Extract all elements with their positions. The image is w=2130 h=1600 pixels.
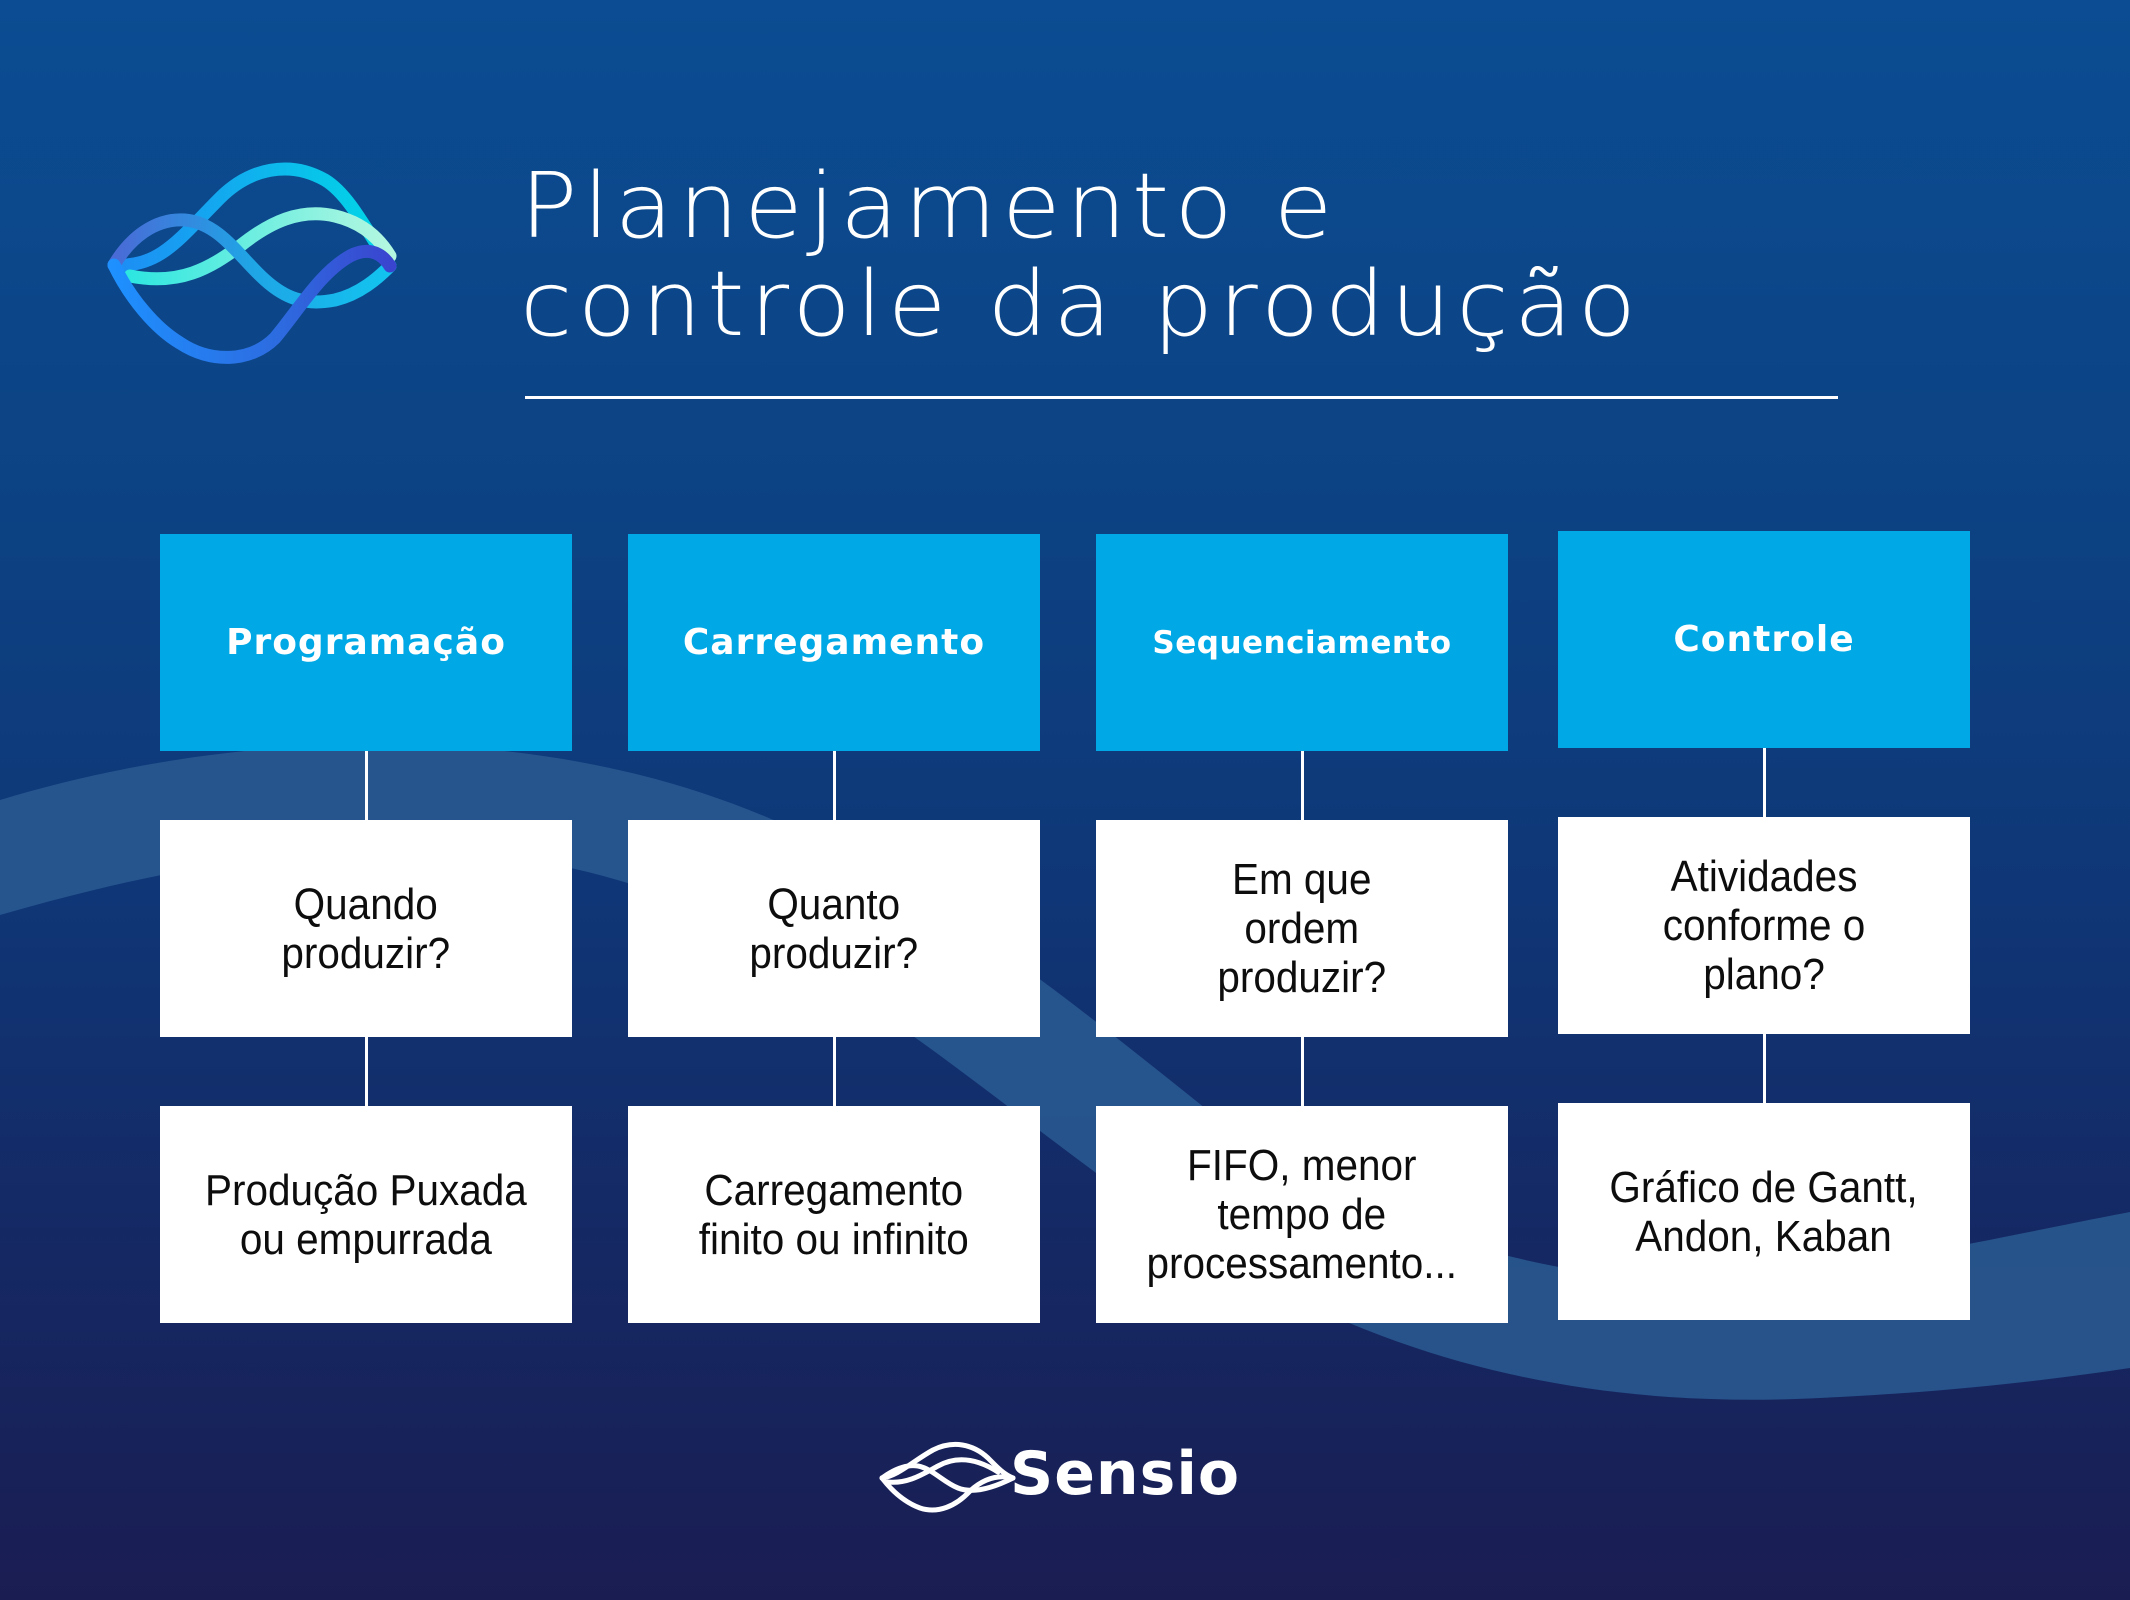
question-box-carregamento: Quanto produzir? <box>628 820 1040 1037</box>
header-box-controle: Controle <box>1558 531 1970 748</box>
connector-line <box>833 1037 836 1106</box>
header-label: Programação <box>226 622 506 663</box>
header-label: Sequenciamento <box>1152 624 1452 661</box>
header-label: Carregamento <box>682 622 986 663</box>
answer-text: Gráfico de Gantt, Andon, Kaban <box>1609 1162 1919 1261</box>
header-box-programacao: Programação <box>160 534 572 751</box>
answer-text: FIFO, menor tempo de processamento... <box>1146 1141 1458 1288</box>
answer-box-controle: Gráfico de Gantt, Andon, Kaban <box>1558 1103 1970 1320</box>
question-text: Em que ordem produzir? <box>1217 855 1387 1002</box>
footer-brand-logo: Sensio <box>878 1436 1250 1514</box>
question-box-controle: Atividades conforme o plano? <box>1558 817 1970 1034</box>
page-title: Planejamento e controle da produção <box>520 158 1641 354</box>
title-line-2: controle da produção <box>520 252 1642 357</box>
question-text: Quando produzir? <box>281 879 451 978</box>
connector-line <box>1763 1034 1766 1103</box>
connector-line <box>1301 1037 1304 1106</box>
sensio-wave-logo-icon <box>879 1441 1016 1513</box>
question-text: Quanto produzir? <box>749 879 919 978</box>
title-divider <box>525 396 1838 399</box>
connector-line <box>833 751 836 820</box>
header-box-carregamento: Carregamento <box>628 534 1040 751</box>
connector-line <box>365 751 368 820</box>
title-line-1: Planejamento e <box>520 154 1338 259</box>
connector-line <box>1301 751 1304 820</box>
header-label: Controle <box>1673 619 1855 660</box>
question-text: Atividades conforme o plano? <box>1662 852 1866 999</box>
wave-ribbon-logo-icon <box>107 162 397 364</box>
brand-name: Sensio <box>1010 1439 1241 1509</box>
answer-text: Carregamento finito ou infinito <box>698 1165 970 1264</box>
answer-text: Produção Puxada ou empurrada <box>205 1165 527 1264</box>
connector-line <box>365 1037 368 1106</box>
header-box-sequenciamento: Sequenciamento <box>1096 534 1508 751</box>
connector-line <box>1763 748 1766 817</box>
answer-box-programacao: Produção Puxada ou empurrada <box>160 1106 572 1323</box>
answer-box-carregamento: Carregamento finito ou infinito <box>628 1106 1040 1323</box>
question-box-programacao: Quando produzir? <box>160 820 572 1037</box>
answer-box-sequenciamento: FIFO, menor tempo de processamento... <box>1096 1106 1508 1323</box>
question-box-sequenciamento: Em que ordem produzir? <box>1096 820 1508 1037</box>
